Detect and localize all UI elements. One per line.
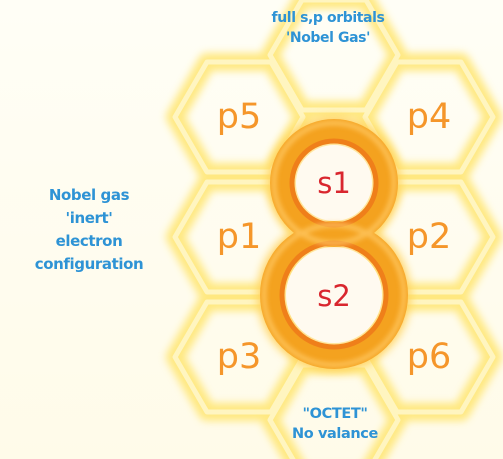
left-caption: Nobel gas 'inert' electron configuration bbox=[14, 184, 164, 276]
bottom-caption-line-2: No valance bbox=[292, 426, 378, 442]
left-caption-line-4: configuration bbox=[34, 255, 144, 273]
bottom-caption-line-1: "OCTET" bbox=[302, 406, 368, 422]
figure-eight bbox=[256, 115, 412, 373]
label-p6: p6 bbox=[406, 337, 452, 377]
top-caption-line-1: full s,p orbitals bbox=[271, 10, 385, 26]
s1-orbital bbox=[296, 145, 372, 221]
label-s1: s1 bbox=[317, 166, 351, 200]
top-caption-line-2: 'Nobel Gas' bbox=[286, 30, 370, 46]
label-p3: p3 bbox=[216, 337, 262, 377]
label-s2: s2 bbox=[317, 279, 351, 313]
label-p4: p4 bbox=[406, 97, 452, 137]
label-p5: p5 bbox=[216, 97, 262, 137]
left-caption-line-3: electron bbox=[55, 232, 123, 250]
bottom-caption: "OCTET" No valance bbox=[255, 404, 415, 444]
left-caption-line-1: Nobel gas bbox=[48, 186, 130, 204]
left-caption-line-2: 'inert' bbox=[65, 209, 113, 227]
s2-orbital bbox=[286, 247, 382, 343]
label-p1: p1 bbox=[216, 217, 262, 257]
label-p2: p2 bbox=[406, 217, 452, 257]
top-caption: full s,p orbitals 'Nobel Gas' bbox=[228, 8, 428, 48]
